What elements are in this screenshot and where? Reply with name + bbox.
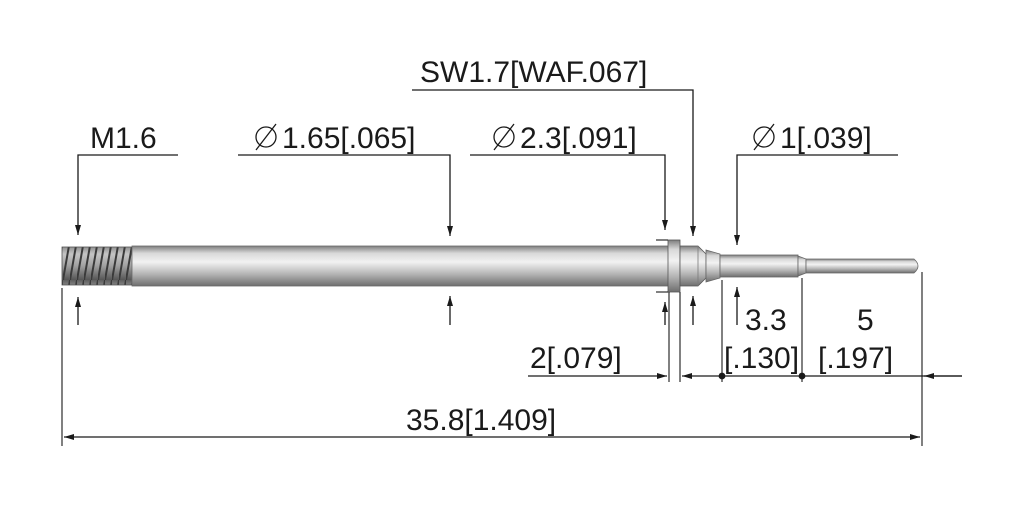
main-shaft <box>131 245 670 287</box>
probe-part <box>61 239 919 293</box>
collar <box>667 239 681 293</box>
collar-length-label: 2[.079] <box>530 342 622 375</box>
hex-nut <box>679 245 707 287</box>
step-section <box>719 254 799 278</box>
overall-length-label: 35.8[1.409] <box>406 404 556 437</box>
tip-length-label: 5 <box>857 304 874 337</box>
step-chamfer <box>797 255 807 277</box>
step-length-label: 3.3 <box>745 304 787 337</box>
thread-label: M1.6 <box>90 122 157 155</box>
diameter-symbol-icon <box>753 123 775 151</box>
thread-section <box>61 246 135 286</box>
body-diameter-label: 1.65[.065] <box>282 122 415 155</box>
tip-diameter-label: 1[.039] <box>780 122 872 155</box>
dimension-lines <box>61 89 962 446</box>
tip-length-inch-label: [.197] <box>818 342 893 375</box>
taper <box>705 249 721 283</box>
hex-label: SW1.7[WAF.067] <box>420 56 647 89</box>
tip-pin <box>805 258 919 274</box>
diameter-symbol-icon <box>493 123 515 151</box>
diameter-symbol-icon <box>255 123 277 151</box>
step-length-inch-label: [.130] <box>724 342 799 375</box>
collar-diameter-label: 2.3[.091] <box>520 122 637 155</box>
